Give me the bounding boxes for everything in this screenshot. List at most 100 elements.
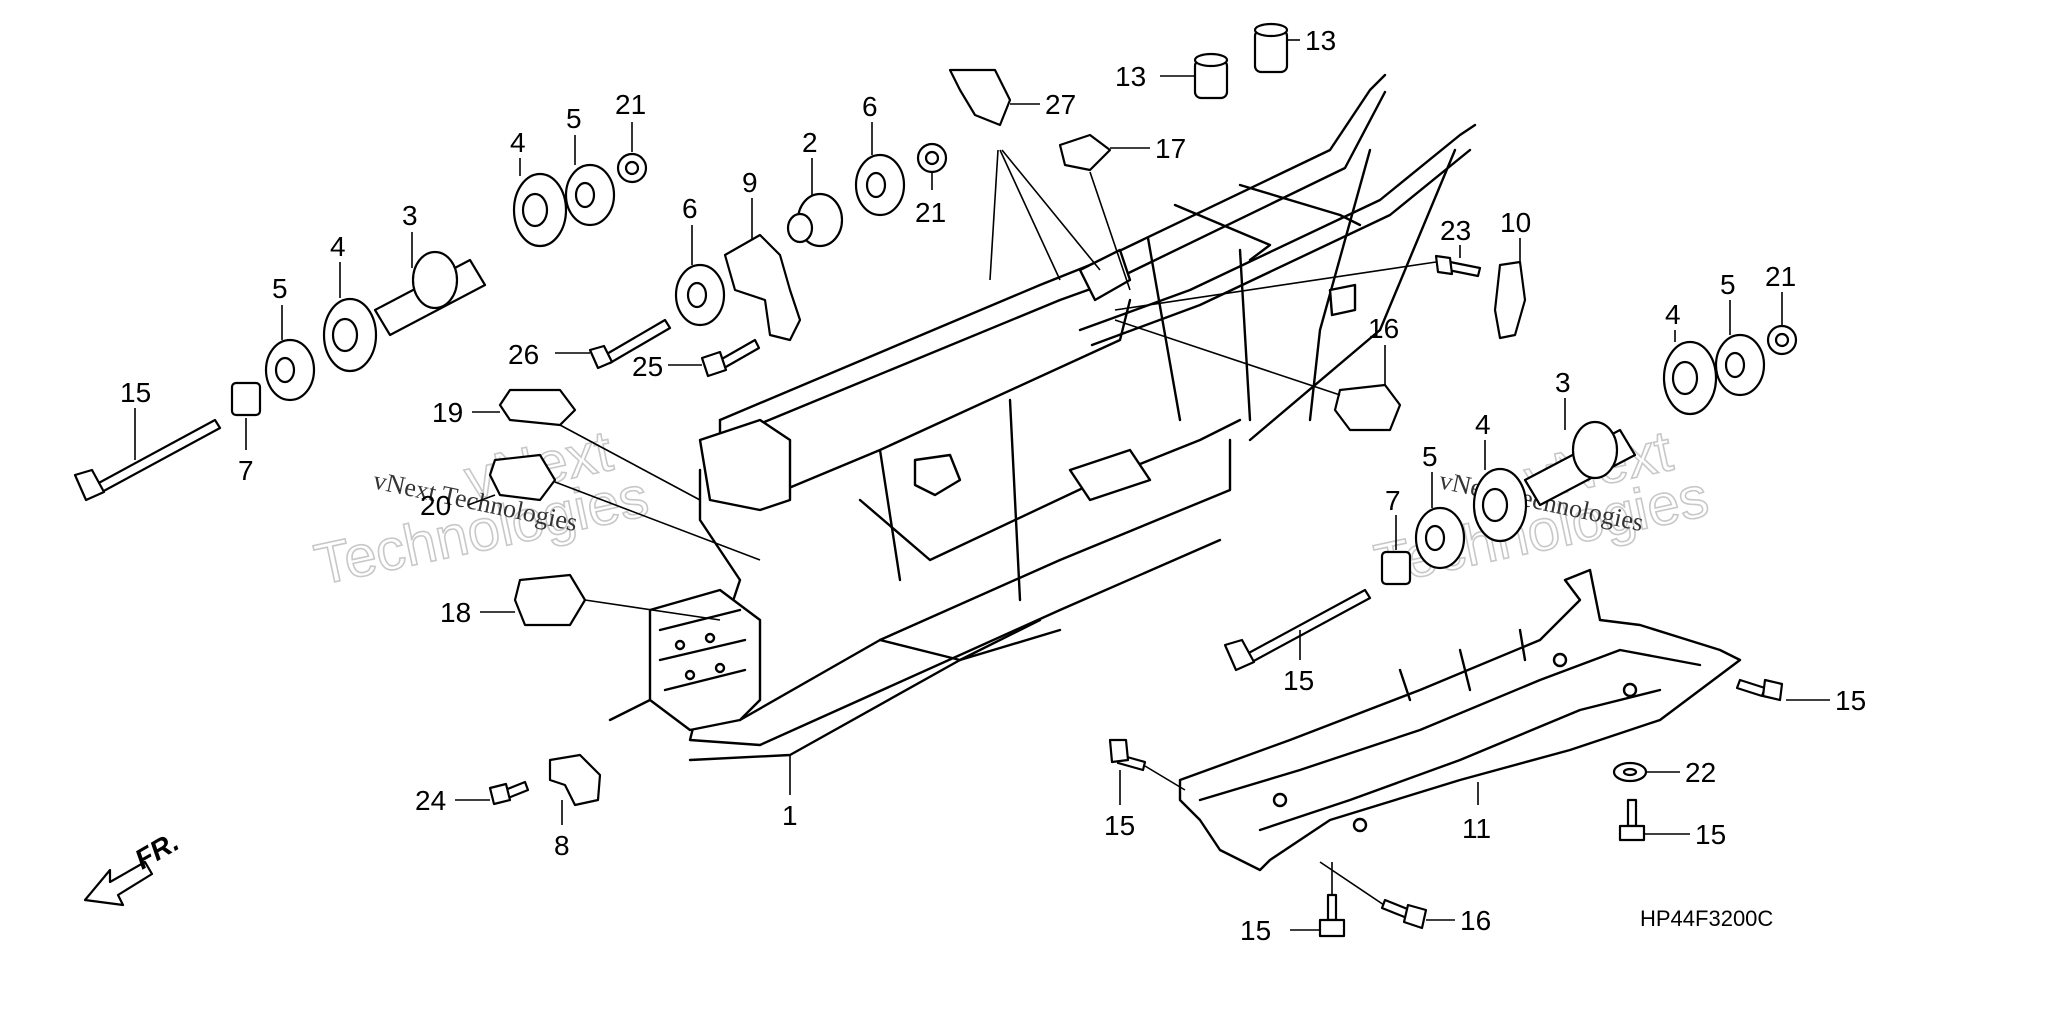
lead-23 — [1114, 261, 1437, 311]
bolt-15-e — [1380, 898, 1428, 930]
callout-11: 11 — [1462, 813, 1491, 844]
bolt-15-d-head — [1318, 918, 1346, 938]
bolt-15-b-shaft — [1735, 678, 1767, 698]
bolt-15-d — [1318, 893, 1346, 938]
bolt-23-head — [1434, 254, 1454, 276]
gear-shaft-3-left-gear — [411, 250, 459, 310]
bolt-14-right-shaft — [1243, 588, 1372, 665]
callout-5-left-upper: 5 — [566, 103, 582, 134]
bolt-14-right-head — [1223, 638, 1256, 672]
callout-3-left: 3 — [402, 200, 418, 231]
frame-bracket-rear — [1078, 248, 1132, 302]
frame-bottom-cross — [878, 618, 1042, 662]
bolt-15-e-head — [1402, 903, 1428, 930]
clamp-18 — [513, 573, 587, 627]
callout-21-left: 21 — [615, 89, 646, 120]
bolt-23 — [1434, 254, 1482, 278]
callout-2: 2 — [802, 127, 818, 158]
bolt-14-left-head — [73, 468, 106, 502]
frame-front-hole-2 — [704, 632, 716, 644]
callout-26: 26 — [508, 339, 539, 370]
gear-2-hub — [786, 212, 814, 244]
callout-27: 27 — [1045, 89, 1076, 120]
callout-4-left-upper: 4 — [510, 127, 526, 158]
callout-5-right-lower: 5 — [1422, 441, 1438, 472]
callout-23: 23 — [1440, 215, 1471, 246]
bolt-24 — [488, 780, 530, 806]
callout-19: 19 — [432, 397, 463, 428]
frame-bracket-upper — [698, 418, 792, 512]
callout-14-left: 15 — [120, 377, 151, 408]
nut-21-left-hole — [624, 160, 640, 176]
lead-27-a — [989, 149, 999, 281]
clamp-16 — [1333, 383, 1402, 432]
pulley-4-left-lower-hub — [331, 317, 359, 353]
bolt-25 — [700, 338, 761, 378]
callout-numbers: 15 7 5 4 3 4 5 21 6 9 2 6 21 26 25 27 17… — [120, 25, 1866, 946]
frame-front-bulkhead — [648, 588, 762, 732]
bushing-5-left-hole — [274, 356, 296, 384]
callout-22: 22 — [1685, 757, 1716, 788]
callout-7-right: 7 — [1385, 485, 1401, 516]
callout-3-right: 3 — [1555, 367, 1571, 398]
skid-plate-hole-1 — [1272, 792, 1288, 808]
bolt-24-head — [488, 782, 512, 806]
rubber-13-right-top — [1253, 22, 1289, 38]
clamp-20 — [488, 453, 557, 502]
lead-15-a-part — [1144, 765, 1186, 791]
frame-rear-cross-2 — [1173, 203, 1272, 262]
callout-10: 10 — [1500, 207, 1531, 238]
rubber-13-left-top — [1193, 52, 1229, 68]
frame-upper-rail-right — [1078, 123, 1477, 332]
frame-upper-rail-left — [718, 73, 1387, 422]
bracket-9 — [723, 233, 802, 342]
frame-mid-vertical-2 — [1008, 398, 1022, 602]
bushing-5-right-upper-hole — [1724, 351, 1746, 379]
frame-rear-down-1 — [1308, 148, 1372, 422]
lead-27-b — [999, 149, 1061, 281]
skid-plate-tabs — [1398, 628, 1527, 702]
callout-16: 16 — [1368, 313, 1399, 344]
skid-plate-ridge — [1198, 648, 1702, 802]
callout-4-right-upper: 4 — [1665, 299, 1681, 330]
main-frame — [608, 73, 1477, 762]
front-arrow-icon — [83, 860, 154, 907]
bracket-8 — [548, 753, 602, 807]
skid-plate-outline — [1178, 568, 1742, 872]
lead-20 — [467, 494, 496, 506]
callout-4-right-lower: 4 — [1475, 409, 1491, 440]
leader-lines — [134, 39, 1830, 931]
callout-18: 18 — [440, 597, 471, 628]
callout-17: 17 — [1155, 133, 1186, 164]
bushing-6-lower-hole — [686, 281, 708, 309]
collar-7-left — [230, 381, 262, 417]
callout-15-d: 15 — [1240, 915, 1271, 946]
frame-front-hole-1 — [674, 639, 686, 651]
skid-plate-hole-3 — [1552, 652, 1568, 668]
callout-15-e: 16 — [1460, 905, 1491, 936]
frame-rear-down-3 — [1238, 248, 1252, 422]
frame-upper-rail-right-inner — [1090, 148, 1472, 347]
frame-rear-down-2 — [1248, 148, 1457, 442]
callout-6-lower: 6 — [682, 193, 698, 224]
bolt-25-head — [700, 350, 728, 378]
frame-rear-cross-1 — [1238, 183, 1362, 227]
callout-21-right: 21 — [1765, 261, 1796, 292]
lead-15-e-part — [1319, 861, 1385, 906]
callout-13-left: 13 — [1115, 61, 1146, 92]
callout-4-left-lower: 4 — [330, 231, 346, 262]
frame-bottom-skid — [688, 628, 1062, 762]
callout-9: 9 — [742, 167, 758, 198]
pulley-4-right-upper-hub — [1671, 360, 1699, 396]
rubber-13-right — [1253, 22, 1289, 74]
band-27 — [948, 68, 1012, 127]
bolt-14-left — [73, 418, 222, 502]
lead-20-frame — [554, 481, 761, 561]
bolt-26-head — [588, 344, 614, 370]
lead-17-frame — [1089, 171, 1131, 291]
callout-21-mid: 21 — [915, 197, 946, 228]
front-direction-indicator: FR. — [83, 826, 184, 907]
lead-16-frame — [1114, 319, 1341, 396]
bolt-15-a — [1108, 738, 1147, 772]
